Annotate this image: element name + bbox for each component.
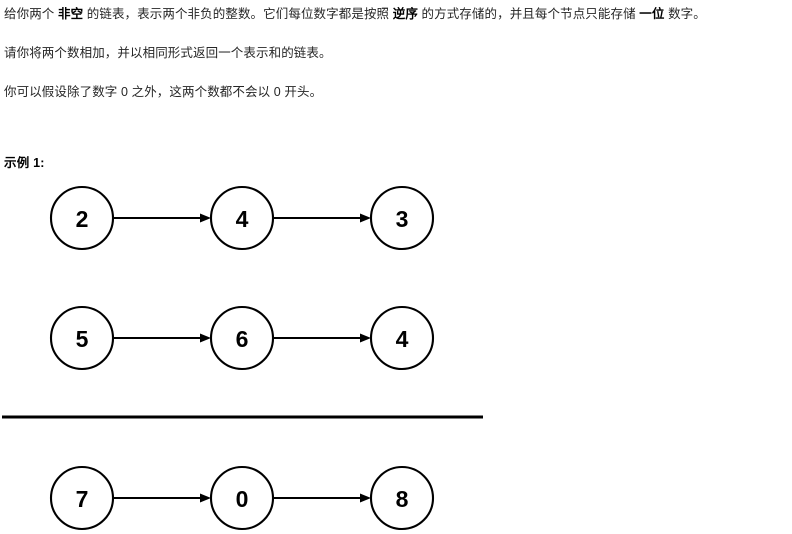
- statement-segment: 的链表，表示两个非负的整数。它们每位数字都是按照: [83, 7, 393, 21]
- statement-segment: 你可以假设除了数字 0 之外，这两个数都不会以 0 开头。: [4, 85, 323, 99]
- statement-segment: 非空: [57, 7, 84, 21]
- link-arrowhead: [360, 333, 371, 343]
- link-arrowhead: [360, 493, 371, 503]
- statement-segment: 给你两个: [4, 7, 58, 21]
- list-node-circle: [369, 185, 435, 251]
- statement-segment: 的方式存储的，并且每个节点只能存储: [417, 7, 640, 21]
- list-node-value: 3: [396, 206, 409, 232]
- list-node-value: 2: [76, 206, 89, 232]
- list-node-circle: [369, 465, 435, 531]
- list-node-value: 5: [76, 326, 89, 352]
- list-node-circle: [49, 305, 115, 371]
- list-node-circle: [49, 465, 115, 531]
- linked-list-row-sum: 7 0 8: [49, 465, 435, 531]
- statement-paragraph-3: 你可以假设除了数字 0 之外，这两个数都不会以 0 开头。: [4, 84, 790, 101]
- list-node-value: 0: [236, 486, 249, 512]
- linked-list-row-addend-1: 2 4 3: [49, 185, 435, 251]
- link-arrowhead: [200, 333, 211, 343]
- problem-statement: 给你两个 非空 的链表，表示两个非负的整数。它们每位数字都是按照 逆序 的方式存…: [4, 6, 790, 119]
- list-node-value: 8: [396, 486, 409, 512]
- linked-list-row-addend-2: 5 6 4: [49, 305, 435, 371]
- list-node-value: 7: [76, 486, 89, 512]
- list-node-circle: [209, 305, 275, 371]
- list-node-value: 4: [396, 326, 409, 352]
- example-heading: 示例 1:: [4, 156, 45, 170]
- statement-segment: 请你将两个数相加，并以相同形式返回一个表示和的链表。: [4, 46, 332, 60]
- link-arrowhead: [200, 213, 211, 223]
- list-node-circle: [209, 185, 275, 251]
- link-arrowhead: [200, 493, 211, 503]
- list-node-value: 4: [236, 206, 249, 232]
- statement-segment: 数字。: [664, 7, 706, 21]
- list-node-circle: [49, 185, 115, 251]
- list-node-value: 6: [236, 326, 249, 352]
- statement-segment: 一位: [639, 7, 665, 21]
- statement-segment: 逆序: [392, 7, 418, 21]
- statement-paragraph-2: 请你将两个数相加，并以相同形式返回一个表示和的链表。: [4, 45, 790, 62]
- link-arrowhead: [360, 213, 371, 223]
- list-node-circle: [209, 465, 275, 531]
- statement-paragraph-1: 给你两个 非空 的链表，表示两个非负的整数。它们每位数字都是按照 逆序 的方式存…: [4, 6, 790, 23]
- list-node-circle: [369, 305, 435, 371]
